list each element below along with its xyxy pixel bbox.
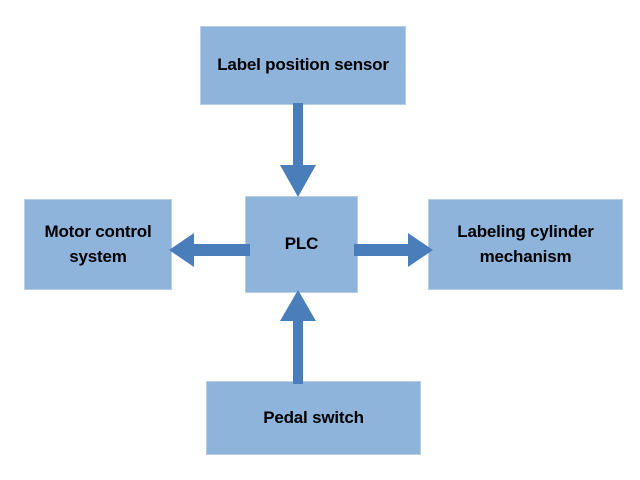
- node-motor-control-system-line2: system: [69, 246, 127, 266]
- arrow-right-icon-plc-to-cylinder: [354, 232, 434, 268]
- node-labeling-cylinder-mechanism-line2: mechanism: [479, 246, 572, 266]
- node-label-position-sensor[interactable]: Label position sensor: [200, 26, 406, 105]
- node-label-position-sensor-label: Label position sensor: [217, 55, 389, 75]
- node-plc[interactable]: PLC: [245, 196, 358, 293]
- node-motor-control-system[interactable]: Motor control system: [24, 199, 172, 290]
- node-pedal-switch-label: Pedal switch: [263, 407, 364, 427]
- node-pedal-switch[interactable]: Pedal switch: [206, 381, 421, 455]
- arrow-up-icon-pedal-to-plc: [276, 288, 320, 384]
- node-labeling-cylinder-mechanism[interactable]: Labeling cylinder mechanism: [428, 199, 623, 290]
- node-motor-control-system-line1: Motor control: [44, 221, 152, 241]
- node-motor-control-system-label: Motor control system: [31, 220, 165, 269]
- node-labeling-cylinder-mechanism-label: Labeling cylinder mechanism: [435, 220, 616, 269]
- arrow-left-icon-plc-to-motor: [168, 232, 250, 268]
- node-labeling-cylinder-mechanism-line1: Labeling cylinder: [457, 221, 594, 241]
- arrow-down-icon-sensor-to-plc: [276, 103, 320, 199]
- node-plc-label: PLC: [284, 234, 319, 254]
